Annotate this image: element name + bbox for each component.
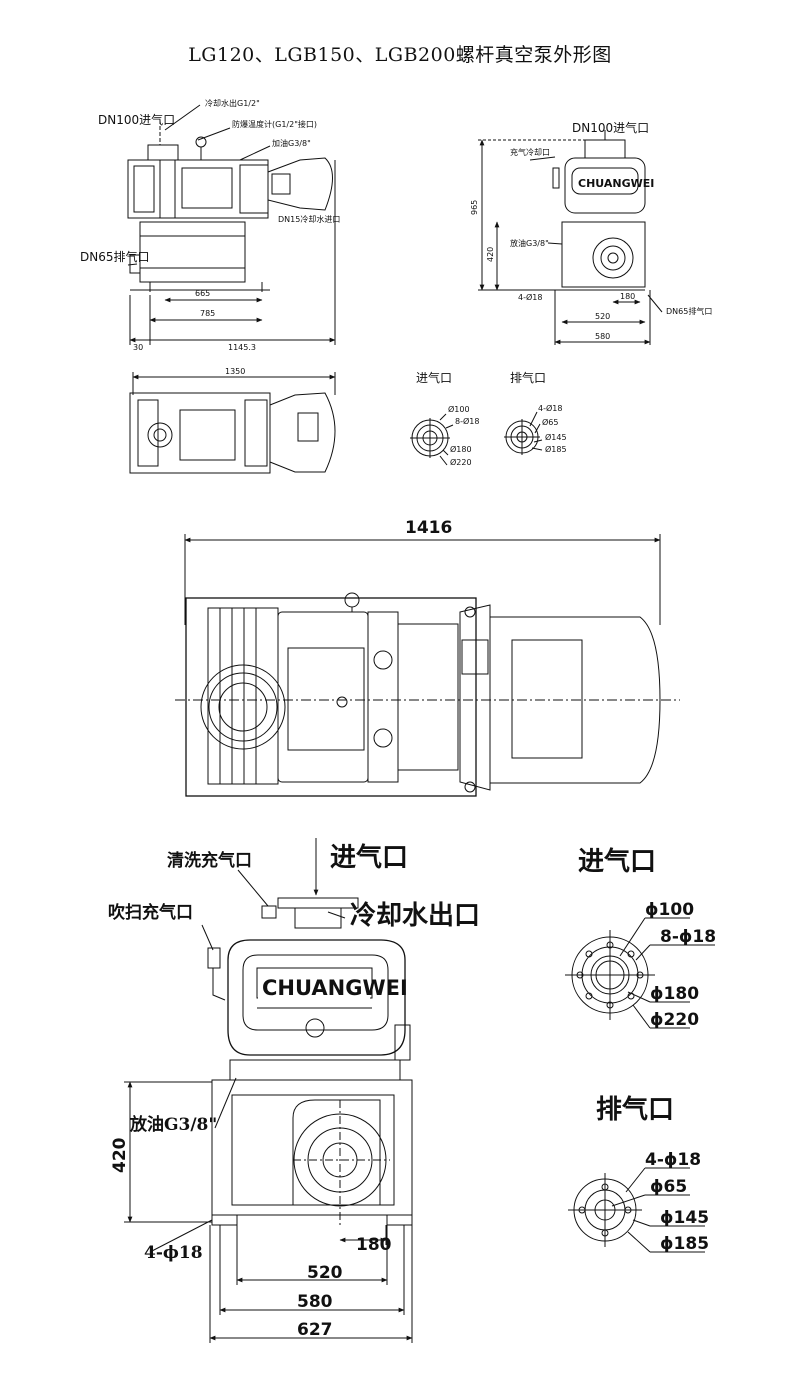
large-inlet-flange [565,917,715,1029]
small-front-purge-label: 充气冷却口 [510,147,550,157]
small-top-view [129,372,336,474]
small-side-oil-fill-label: 加油G3/8" [272,138,311,148]
small-top-dim-1350: 1350 [225,367,245,376]
small-front-exhaust-label: DN65排气口 [666,306,712,316]
small-side-cooling-in-label: DN15冷却水进口 [278,214,340,224]
large-exhaust-flange [568,1167,705,1253]
small-exhaust-flange [504,411,543,455]
small-front-dim-520: 520 [595,312,610,321]
small-front-dim-965: 965 [470,200,479,215]
large-exhaust-d65: ϕ65 [650,1177,687,1197]
small-side-inlet-label: DN100进气口 [98,112,175,127]
small-side-dim-665: 665 [195,289,210,298]
large-inlet-d180: ϕ180 [650,984,699,1004]
small-inlet-d100: Ø100 [448,404,470,414]
large-exhaust-holes: 4-ϕ18 [645,1150,701,1170]
small-front-dim-580: 580 [595,332,610,341]
small-side-dim-1145: 1145.3 [228,343,256,352]
small-front-drain-label: 放油G3/8" [510,238,549,248]
small-front-inlet-label: DN100进气口 [572,120,649,135]
large-exhaust-flange-title: 排气口 [596,1094,674,1125]
large-exhaust-d145: ϕ145 [660,1208,709,1228]
small-exhaust-d145: Ø145 [545,432,567,442]
small-front-dim-180: 180 [620,292,635,301]
small-side-exhaust-label: DN65排气口 [80,249,150,264]
small-side-view [127,104,336,345]
small-inlet-holes: 8-Ø18 [455,416,479,426]
small-front-view [478,130,663,345]
large-front-holes-label: 4-ϕ18 [144,1243,203,1263]
large-front-dim-580: 580 [297,1292,333,1312]
small-inlet-d180: Ø180 [450,444,472,454]
large-front-view [124,838,413,1343]
small-inlet-flange-title: 进气口 [416,370,452,385]
small-side-cooling-out-label: 冷却水出G1/2" [205,98,260,108]
large-front-dim-180: 180 [356,1235,392,1255]
large-inlet-d220: ϕ220 [650,1010,699,1030]
large-inlet-holes: 8-ϕ18 [660,927,716,947]
small-exhaust-flange-title: 排气口 [510,370,546,385]
large-front-drain-label: 放油G3/8" [129,1114,217,1135]
small-front-brand: CHUANGWEI [578,177,654,190]
large-front-cooling-out-label: 冷却水出口 [350,900,480,931]
large-inlet-flange-title: 进气口 [578,846,656,877]
large-exhaust-d185: ϕ185 [660,1234,709,1254]
large-inlet-d100: ϕ100 [645,900,694,920]
large-front-blow-purge-label: 吹扫充气口 [108,902,193,923]
small-inlet-flange [410,413,454,466]
small-inlet-d220: Ø220 [450,457,472,467]
small-side-thermo-label: 防爆温度计(G1/2"接口) [232,119,317,129]
large-front-clean-purge-label: 清洗充气口 [167,850,252,871]
large-top-dim-1416: 1416 [405,518,452,538]
small-exhaust-d185: Ø185 [545,444,567,454]
small-exhaust-holes: 4-Ø18 [538,403,562,413]
small-front-holes-label: 4-Ø18 [518,292,542,302]
small-front-dim-420: 420 [486,247,495,262]
large-front-brand: CHUANGWEI [262,976,408,1000]
large-front-inlet-label: 进气口 [330,842,408,873]
large-front-dim-627: 627 [297,1320,333,1340]
large-front-dim-520: 520 [307,1263,343,1283]
large-front-dim-420: 420 [110,1137,130,1173]
drawing-title: LG120、LGB150、LGB200螺杆真空泵外形图 [188,44,612,66]
small-exhaust-d65: Ø65 [542,417,558,427]
small-side-dim-30: 30 [133,343,143,352]
small-side-dim-785: 785 [200,309,215,318]
large-top-view [175,534,680,797]
